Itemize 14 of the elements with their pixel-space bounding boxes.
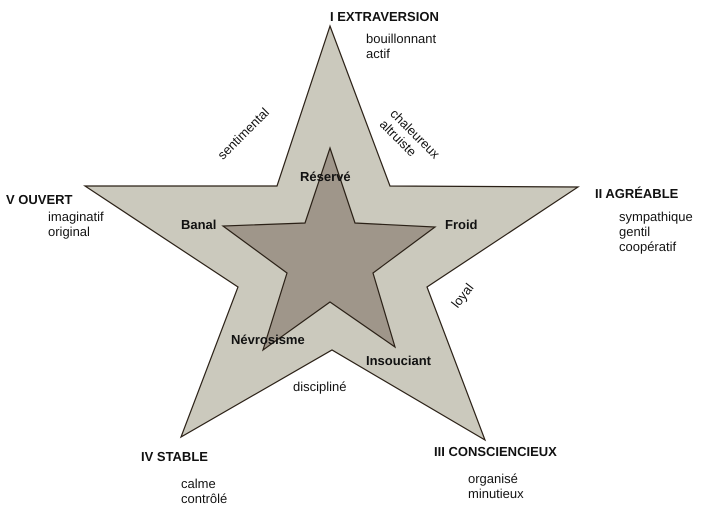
axis-heading: IV STABLE: [141, 449, 208, 464]
axis-heading: V OUVERT: [6, 192, 72, 207]
axis-heading: II AGRÉABLE: [595, 186, 678, 201]
trait-list: sympathique gentil coopératif: [619, 209, 693, 254]
pole-label: Insouciant: [366, 353, 432, 368]
trait-list: imaginatif original: [48, 209, 104, 239]
trait-list: organisé minutieux: [468, 471, 524, 501]
trait-list: bouillonnant actif: [366, 31, 436, 61]
pole-label: Banal: [181, 217, 216, 232]
pole-label: Froid: [445, 217, 478, 232]
trait-word: discipliné: [293, 379, 346, 394]
axis-heading: III CONSCIENCIEUX: [434, 444, 557, 459]
trait-list: calme contrôlé: [181, 476, 228, 506]
axis-heading: I EXTRAVERSION: [330, 9, 439, 24]
